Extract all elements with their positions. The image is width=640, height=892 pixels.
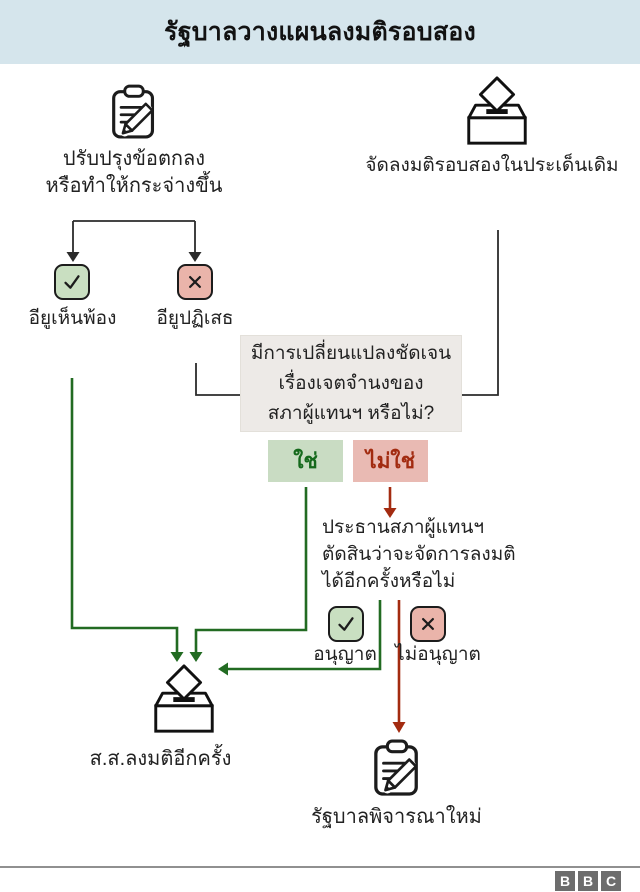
eu-reject-label: อียูปฏิเสธ — [156, 308, 234, 329]
yes-arrowhead — [189, 652, 203, 662]
branch-right-label: จัดลงมติรอบสองในประเด็นเดิม — [365, 155, 619, 176]
bbc-logo: B B C — [555, 871, 621, 891]
eu-agree-label: อียูเห็นพ้อง — [28, 308, 117, 329]
deny-label: ไม่อนุญาต — [395, 644, 481, 665]
no-arrowhead — [383, 508, 397, 518]
flow-connectors — [66, 220, 499, 733]
cross-icon — [177, 264, 213, 300]
speaker-decision-text: ประธานสภาผู้แทนฯ ตัดสินว่าจะจัดการลงมติ … — [322, 517, 516, 592]
footer-divider — [0, 866, 640, 868]
allow-to-ballot-connector — [228, 600, 382, 671]
cross-icon — [410, 606, 446, 642]
allow-arrowhead — [218, 662, 228, 676]
clipboard-pencil-icon — [110, 82, 158, 142]
check-icon — [54, 264, 90, 300]
answer-no: ไม่ใช่ — [353, 440, 428, 482]
ballot-box-icon — [460, 74, 534, 150]
agree-to-ballot-connector — [70, 378, 179, 653]
clipboard-pencil-icon — [372, 736, 422, 800]
reject-to-question-connector — [195, 363, 241, 396]
revote-to-question-connector — [461, 230, 499, 396]
allow-label: อนุญาต — [313, 644, 377, 665]
split-arrowhead-right — [188, 252, 202, 262]
answer-yes: ใช่ — [268, 440, 343, 482]
agree-arrowhead — [170, 652, 184, 662]
split-connector — [72, 220, 196, 253]
reconsider-label: รัฐบาลพิจารณาใหม่ — [311, 806, 482, 828]
yes-to-ballot-connector — [194, 487, 308, 653]
branch-left-label: ปรับปรุงข้อตกลง หรือทำให้กระจ่างขึ้น — [45, 148, 223, 197]
split-arrowhead-left — [66, 252, 80, 262]
vote-again-label: ส.ส.ลงมติอีกครั้ง — [89, 748, 232, 770]
page-title: รัฐบาลวางแผนลงมติรอบสอง — [164, 18, 476, 46]
check-icon — [328, 606, 364, 642]
deny-arrowhead — [392, 722, 406, 733]
ballot-box-icon — [147, 660, 221, 740]
header-bar: รัฐบาลวางแผนลงมติรอบสอง — [0, 0, 640, 64]
question-box: มีการเปลี่ยนแปลงชัดเจน เรื่องเจตจำนงของ … — [240, 335, 462, 432]
